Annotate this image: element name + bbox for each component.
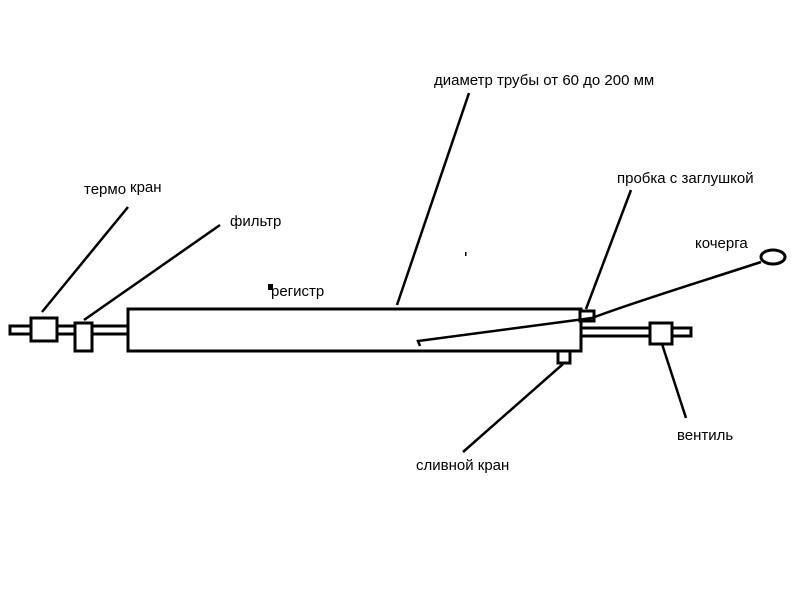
leader-filter [83, 223, 221, 322]
left-inlet-pipe [8, 324, 130, 336]
leader-thermo [41, 206, 129, 313]
label-kran: кран [130, 179, 162, 196]
poker-handle [759, 248, 787, 266]
label-termo: термо [84, 181, 127, 198]
filter-body [73, 321, 94, 353]
label-poker: кочерга [695, 235, 748, 252]
leader-pipe-diameter [395, 92, 471, 306]
drain-tap [556, 349, 572, 365]
label-drain: сливной кран [416, 457, 510, 474]
outlet-valve [648, 321, 674, 346]
right-outlet-pipe [579, 326, 693, 338]
label-filter: фильтр [230, 213, 282, 230]
label-plug: пробка с заглушкой [617, 170, 754, 187]
leader-plug [584, 189, 633, 310]
label-pipe-diameter: диаметр трубы от 60 до 200 мм [434, 72, 655, 89]
leader-drain [462, 363, 564, 453]
label-valve: вентиль [677, 427, 734, 444]
register-marker-square [268, 284, 273, 290]
label-register: регистр [271, 283, 325, 300]
stray-dot [465, 252, 467, 256]
register-pipe [126, 307, 583, 353]
poker-wire [416, 260, 762, 347]
thermo-valve [29, 316, 59, 343]
leader-valve [660, 343, 688, 419]
